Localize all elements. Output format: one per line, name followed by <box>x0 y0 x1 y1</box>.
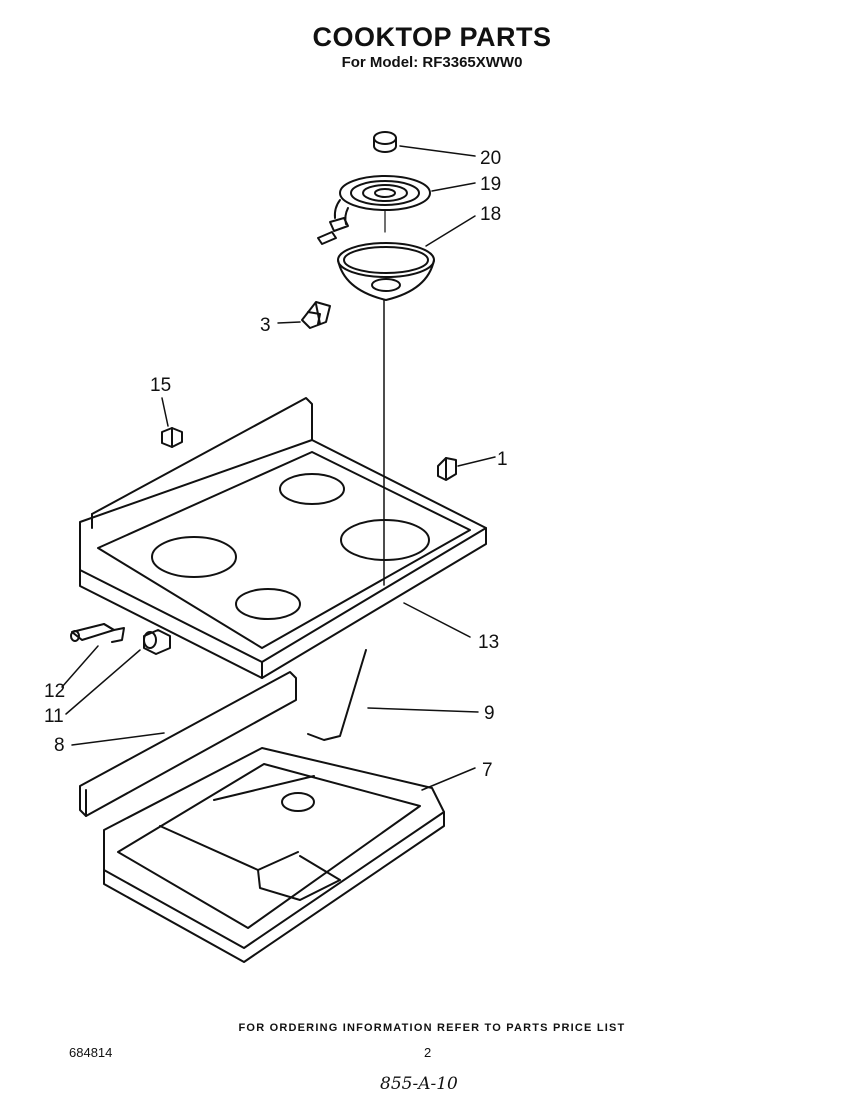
part-9-rod <box>307 649 367 741</box>
part-12-connector <box>70 623 125 643</box>
callout-1: 1 <box>497 449 508 470</box>
part-8-front-rail <box>79 671 297 817</box>
callout-11: 11 <box>44 706 64 727</box>
part-1-switch <box>437 457 457 481</box>
part-19-surface-element <box>317 175 431 245</box>
callout-13: 13 <box>478 632 499 653</box>
callout-19: 19 <box>480 174 501 195</box>
leader-15 <box>161 397 169 427</box>
page-title: COOKTOP PARTS <box>312 22 552 52</box>
callout-7: 7 <box>482 760 493 781</box>
leader-lines <box>61 145 496 791</box>
callout-15: 15 <box>150 375 171 396</box>
leader-20 <box>399 145 476 157</box>
part-18-drip-bowl <box>337 242 435 301</box>
ordering-notice: FOR ORDERING INFORMATION REFER TO PARTS … <box>238 1022 626 1034</box>
callout-18: 18 <box>480 204 501 225</box>
model-subtitle: For Model: RF3365XWW0 <box>341 54 523 71</box>
part-11-terminal-block <box>143 629 171 655</box>
leader-18 <box>425 215 476 247</box>
leader-3 <box>277 321 301 324</box>
callout-20: 20 <box>480 148 501 169</box>
leader-9 <box>367 707 479 713</box>
leader-8 <box>71 732 165 746</box>
callout-8: 8 <box>54 735 65 756</box>
leader-7 <box>421 767 476 791</box>
part-15-bracket <box>161 427 183 448</box>
page-number: 2 <box>424 1045 432 1060</box>
part-3-clip <box>301 301 331 329</box>
leader-12 <box>61 645 99 688</box>
part-13-cooktop <box>79 397 487 679</box>
document-number: 684814 <box>69 1045 113 1060</box>
callout-9: 9 <box>484 703 495 724</box>
leader-1 <box>457 456 496 467</box>
handwritten-note: 855-A-10 <box>380 1074 458 1094</box>
callout-12: 12 <box>44 681 65 702</box>
callout-3: 3 <box>260 315 271 336</box>
leader-19 <box>431 182 476 192</box>
part-7-drip-pan <box>103 747 445 963</box>
leader-11 <box>65 649 141 715</box>
part-20-burner-cap <box>373 131 397 153</box>
leader-13 <box>403 602 471 638</box>
